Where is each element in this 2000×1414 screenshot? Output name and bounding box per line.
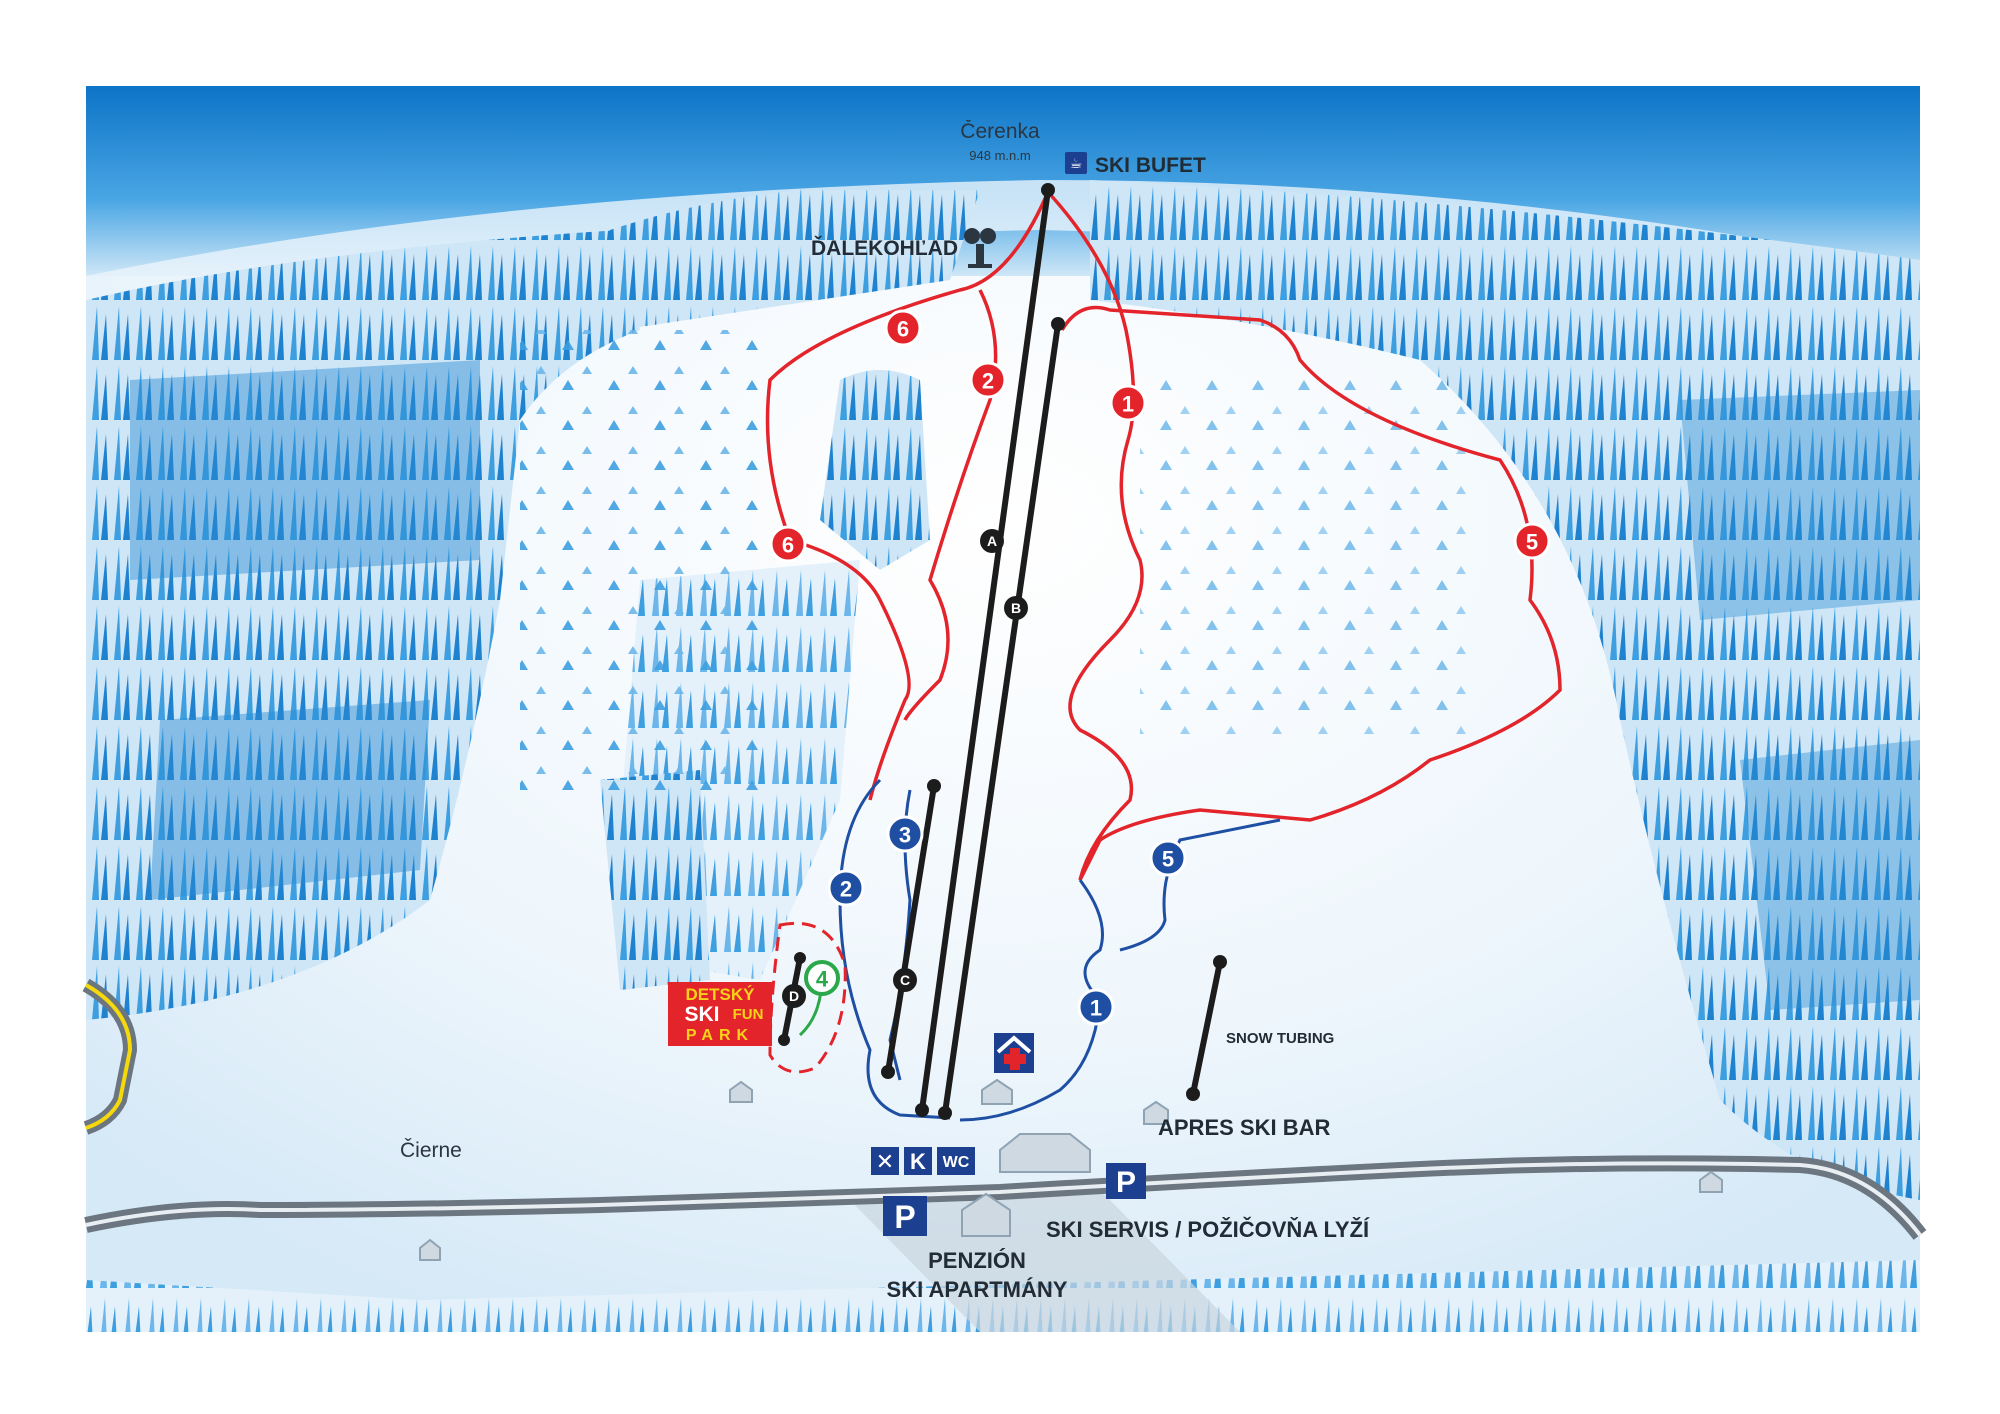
lift-b-line [942,321,1061,1116]
svg-text:2: 2 [982,369,994,394]
svg-text:✕: ✕ [876,1150,894,1175]
svg-text:2: 2 [840,877,852,902]
svg-text:4: 4 [816,967,829,992]
lift-badge-b-text: B [1011,600,1021,616]
lift-c-line [885,783,937,1075]
lift-badge-d: D [782,984,806,1008]
slope-badge-blue-1: 1 [1077,988,1115,1026]
cash-register-icon: K [904,1147,932,1175]
station-building [981,1078,1013,1105]
svg-text:6: 6 [897,317,909,342]
slope-red-5 [1060,305,1562,881]
svg-text:WC: WC [943,1154,970,1171]
coffee-cup-icon: ☕ [1070,156,1083,172]
kids-park-line3: PARK [686,1027,754,1044]
slope-badge-blue-5: 5 [1149,839,1187,877]
slope-badge-red-5: 5 [1513,522,1551,560]
kids-park-line2b: FUN [733,1006,764,1023]
toilet-icon: WC [937,1147,975,1175]
apres-ski-building [999,1133,1091,1173]
lift-badge-a: A [980,529,1004,553]
slope-badge-red-6-low: 6 [769,525,807,563]
ski-bufet-label: SKI BUFET [1095,154,1206,177]
svg-text:6: 6 [782,533,794,558]
kids-ski-fun-park-logo: DETSKÝ SKI FUN PARK [668,982,772,1046]
svg-text:K: K [910,1149,926,1174]
svg-text:5: 5 [1526,530,1538,555]
lift-stations [778,183,1227,1120]
lift-a-line [919,187,1051,1113]
slope-badge-blue-3: 3 [886,815,924,853]
ski-servis-label: SKI SERVIS / POŽIČOVŇA LYŽÍ [1046,1217,1370,1242]
binoculars-icon [964,228,996,268]
dalekohlad-label: ĎALEKOHĽAD [811,236,958,260]
ski-bufet-marker: ☕ [1065,152,1087,174]
left-forest [86,230,640,1020]
lift-badge-c-text: C [900,972,910,988]
snow-tubing-label: SNOW TUBING [1226,1030,1334,1047]
penzion-label: PENZIÓN [928,1248,1026,1273]
lift-badge-b: B [1004,596,1028,620]
ski-school-icon: ✕ [871,1147,899,1175]
cierne-label: Čierne [400,1139,462,1162]
lift-badge-c: C [893,968,917,992]
peak-name: Čerenka [960,120,1040,143]
penzion-building [961,1192,1011,1237]
parking-icon-right: P [1106,1163,1146,1199]
apres-ski-bar-label: APRES SKI BAR [1158,1115,1330,1140]
slope-badge-red-2: 2 [969,361,1007,399]
svg-text:1: 1 [1090,996,1102,1021]
map-canvas: A B C D 6 6 2 1 [82,86,1927,1332]
slope-red-1 [1046,190,1144,881]
slope-red-6 [765,191,1050,801]
snow-tubing-line [1190,959,1223,1097]
svg-text:P: P [1116,1166,1136,1199]
slope-badge-red-6-top: 6 [884,309,922,347]
slope-badge-green-4: 4 [804,960,840,996]
parking-icon-left: P [883,1196,927,1236]
road [82,978,1927,1240]
peak-altitude: 948 m.n.m [969,148,1030,163]
kids-park-line1: DETSKÝ [686,985,756,1004]
slope-badge-blue-2: 2 [827,869,865,907]
lift-badge-a-text: A [987,533,997,549]
slope-badge-red-1: 1 [1109,384,1147,422]
right-forest [1090,180,1920,1200]
ski-apartmany-label: SKI APARTMÁNY [887,1277,1068,1302]
svg-text:5: 5 [1162,847,1174,872]
buildings [419,1078,1723,1261]
kids-park-line2a: SKI [684,1003,719,1026]
svg-text:3: 3 [899,823,911,848]
first-aid-icon [994,1033,1034,1073]
sparse-trees [520,330,1480,800]
svg-text:P: P [894,1199,915,1235]
svg-text:1: 1 [1122,392,1134,417]
lift-badge-d-text: D [789,988,799,1004]
